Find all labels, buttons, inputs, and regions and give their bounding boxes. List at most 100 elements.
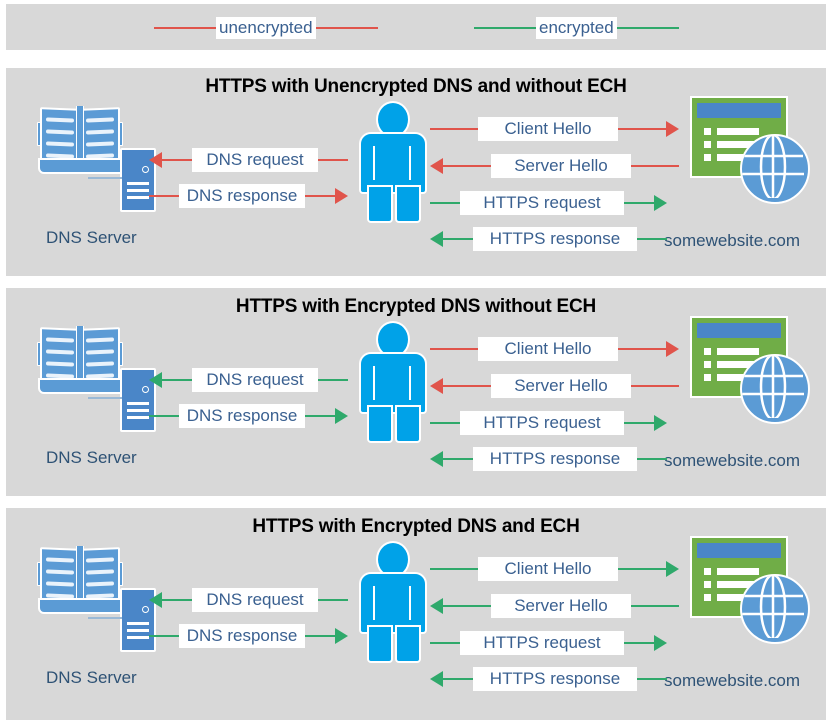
arrow-head-right bbox=[335, 188, 348, 204]
dns-server-icon bbox=[36, 324, 156, 432]
message-row: Server Hello bbox=[430, 373, 682, 399]
message-label: DNS response bbox=[179, 404, 305, 428]
arrow-head-right bbox=[666, 341, 679, 357]
panel-title: HTTPS with Unencrypted DNS and without E… bbox=[205, 76, 627, 97]
connector-line bbox=[430, 642, 460, 644]
browser-list-line bbox=[717, 361, 759, 368]
connector-line bbox=[631, 165, 679, 167]
website-label: somewebsite.com bbox=[664, 671, 801, 690]
connector-line bbox=[443, 165, 491, 167]
arrow-head-right bbox=[654, 195, 667, 211]
server-slot bbox=[127, 629, 149, 632]
connector-line bbox=[149, 415, 179, 417]
arrow-head-left bbox=[149, 372, 162, 388]
connector-line bbox=[430, 128, 478, 130]
message-row: Client Hello bbox=[430, 116, 682, 142]
browser-list-bullet bbox=[704, 361, 711, 368]
browser-list-bullet bbox=[704, 128, 711, 135]
person-body bbox=[359, 572, 427, 634]
user-person-icon bbox=[357, 101, 427, 223]
server-slot bbox=[127, 622, 149, 625]
message-label: Client Hello bbox=[478, 117, 618, 141]
browser-list-line bbox=[717, 348, 759, 355]
globe-icon bbox=[740, 134, 810, 204]
person-arm-left bbox=[373, 586, 375, 620]
connector-line bbox=[443, 678, 473, 680]
connector-line bbox=[443, 385, 491, 387]
browser-title-bar bbox=[697, 103, 781, 118]
connector-line bbox=[149, 635, 179, 637]
person-arm-right bbox=[409, 366, 411, 400]
browser-list-bullet bbox=[704, 141, 711, 148]
message-row: DNS response bbox=[149, 623, 364, 649]
legend-label-unencrypted: unencrypted bbox=[216, 17, 316, 39]
arrow-head-right bbox=[335, 408, 348, 424]
arrow-head-right bbox=[654, 635, 667, 651]
message-row: DNS response bbox=[149, 183, 364, 209]
message-row: Server Hello bbox=[430, 593, 682, 619]
browser-list-bullet bbox=[704, 581, 711, 588]
connector-line bbox=[631, 605, 679, 607]
connector-line bbox=[443, 605, 491, 607]
book-text-line bbox=[86, 117, 114, 123]
dns-server-icon bbox=[36, 104, 156, 212]
book-text-line bbox=[46, 129, 74, 135]
book-text-line bbox=[46, 117, 74, 123]
message-row: HTTPS request bbox=[430, 410, 682, 436]
book-base bbox=[38, 598, 126, 614]
message-label: Server Hello bbox=[491, 374, 631, 398]
server-cable bbox=[88, 397, 122, 399]
arrow-head-left bbox=[430, 671, 443, 687]
book-icon bbox=[37, 104, 126, 174]
arrow-head-left bbox=[430, 598, 443, 614]
panel-title: HTTPS with Encrypted DNS without ECH bbox=[235, 296, 597, 317]
book-base bbox=[38, 378, 126, 394]
connector-line bbox=[318, 599, 348, 601]
message-label: Client Hello bbox=[478, 557, 618, 581]
message-label: DNS request bbox=[192, 148, 318, 172]
message-row: DNS request bbox=[149, 147, 364, 173]
globe-icon bbox=[740, 354, 810, 424]
legend-line-unencrypted bbox=[154, 27, 216, 29]
browser-list-line bbox=[717, 374, 759, 381]
connector-line bbox=[618, 128, 666, 130]
message-row: DNS request bbox=[149, 587, 364, 613]
connector-line bbox=[624, 202, 654, 204]
connector-line bbox=[162, 379, 192, 381]
book-text-line bbox=[86, 557, 114, 563]
message-row: DNS request bbox=[149, 367, 364, 393]
message-row: DNS response bbox=[149, 403, 364, 429]
connector-line bbox=[162, 159, 192, 161]
message-row: Server Hello bbox=[430, 153, 682, 179]
book-text-line bbox=[86, 129, 114, 135]
person-arm-left bbox=[373, 366, 375, 400]
user-person-icon bbox=[357, 541, 427, 663]
globe-icon bbox=[740, 574, 810, 644]
book-text-line bbox=[86, 141, 114, 147]
arrow-head-right bbox=[335, 628, 348, 644]
message-label: HTTPS request bbox=[460, 631, 624, 655]
message-label: Server Hello bbox=[491, 594, 631, 618]
connector-line bbox=[162, 599, 192, 601]
arrow-head-left bbox=[430, 378, 443, 394]
book-text-line bbox=[46, 337, 74, 343]
legend-line-unencrypted-2 bbox=[315, 27, 378, 29]
book-icon bbox=[37, 324, 126, 394]
connector-line bbox=[443, 238, 473, 240]
scenario-panel-1: HTTPS with Unencrypted DNS and without E… bbox=[6, 68, 826, 276]
browser-list-bullet bbox=[704, 348, 711, 355]
browser-list-line bbox=[717, 128, 759, 135]
server-slot bbox=[127, 409, 149, 412]
arrow-head-right bbox=[666, 561, 679, 577]
legend-line-encrypted bbox=[474, 27, 536, 29]
person-leg-right bbox=[395, 625, 421, 663]
person-leg-left bbox=[367, 625, 393, 663]
legend-band: unencrypted encrypted bbox=[6, 4, 826, 50]
book-text-line bbox=[86, 569, 114, 575]
message-label: DNS request bbox=[192, 368, 318, 392]
user-person-icon bbox=[357, 321, 427, 443]
website-icon bbox=[690, 536, 810, 644]
person-leg-right bbox=[395, 405, 421, 443]
connector-line bbox=[318, 159, 348, 161]
